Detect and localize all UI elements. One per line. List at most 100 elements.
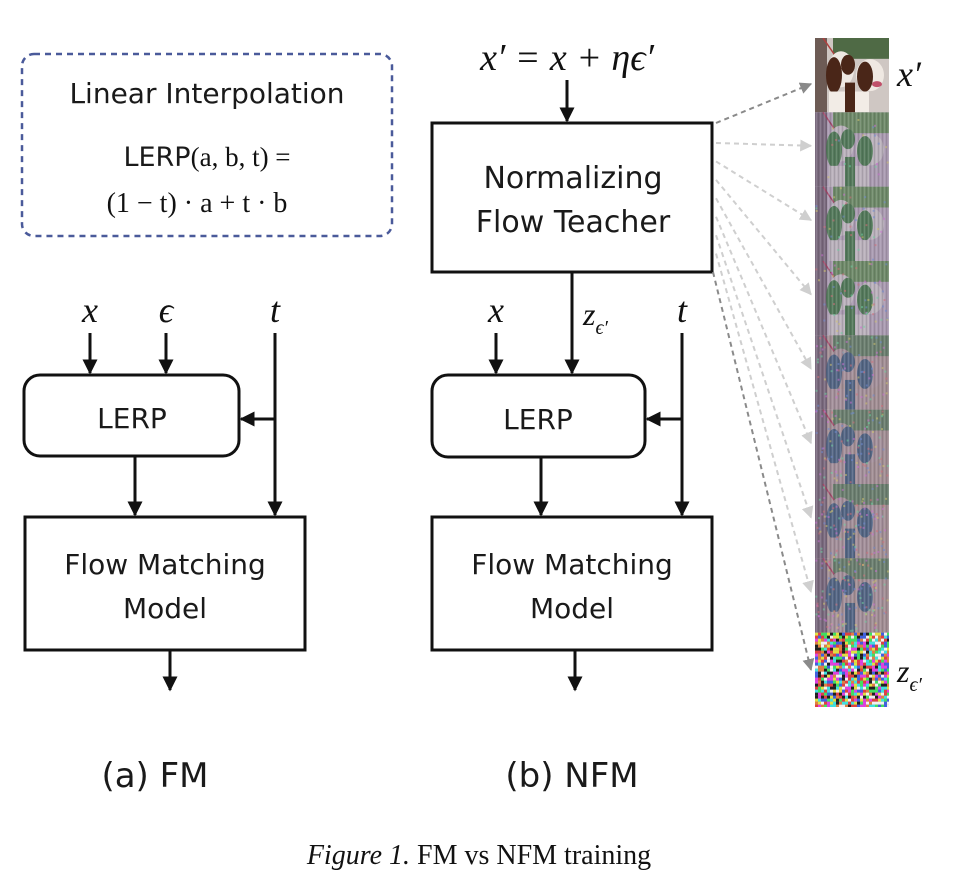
noise-pixel [833, 704, 836, 707]
tile-speckle [825, 599, 828, 602]
noise-pixel [875, 641, 878, 645]
noise-pixel [848, 680, 851, 684]
tile-speckle [815, 205, 818, 208]
tile-speckle [842, 589, 845, 592]
dog-ear [857, 61, 873, 92]
tile-speckle [872, 313, 875, 316]
tile-speckle [861, 370, 864, 373]
tile-speckle [873, 614, 876, 617]
tile-speckle [881, 515, 884, 518]
noise-pixel [815, 671, 818, 675]
tile-speckle [849, 364, 852, 367]
tile-speckle [883, 583, 886, 586]
noise-pixel [872, 704, 875, 707]
tile-speckle [830, 471, 833, 474]
noise-pixel [887, 650, 889, 654]
tile-speckle [821, 447, 824, 450]
tile-speckle [882, 217, 885, 220]
tile-speckle [877, 550, 880, 553]
noise-pixel [818, 704, 821, 707]
noise-pixel [866, 680, 869, 684]
noise-pixel [821, 692, 824, 696]
tile-speckle [844, 473, 847, 476]
tile-wall [815, 38, 827, 113]
noise-pixel [818, 665, 821, 669]
noise-pixel [887, 647, 889, 651]
noise-pixel [827, 671, 830, 675]
tile-speckle [828, 593, 831, 596]
noise-pixel [842, 665, 845, 669]
noise-pixel [815, 647, 818, 651]
noise-pixel [854, 650, 857, 654]
noise-pixel [821, 683, 824, 687]
noise-pixel [821, 698, 824, 702]
tile-speckle [862, 563, 865, 566]
tile-speckle [820, 550, 823, 553]
tile-speckle [854, 219, 857, 222]
tile-speckle [837, 362, 840, 365]
tile-grain [815, 409, 889, 484]
noise-pixel [872, 674, 875, 678]
tile-speckle [849, 424, 852, 427]
noise-pixel [857, 650, 860, 654]
noise-pixel [860, 653, 863, 657]
tile-speckle [837, 369, 840, 372]
tile-speckle [885, 263, 888, 266]
noise-pixel [878, 632, 881, 636]
strip-tile-4 [815, 334, 889, 410]
tile-speckle [838, 236, 841, 239]
noise-pixel [830, 701, 833, 705]
noise-pixel [830, 680, 833, 684]
tile-speckle [860, 515, 863, 518]
strip-tile-3 [815, 260, 889, 336]
noise-pixel [848, 644, 851, 648]
tile-speckle [839, 460, 842, 463]
noise-pixel [887, 644, 889, 648]
noise-pixel [878, 671, 881, 675]
noise-pixel [851, 695, 854, 699]
noise-pixel [854, 644, 857, 648]
noise-pixel [875, 677, 878, 681]
tile-speckle [859, 237, 862, 240]
tile-speckle [851, 629, 854, 632]
tile-speckle [857, 465, 860, 468]
noise-pixel [866, 635, 869, 639]
noise-pixel [881, 641, 884, 645]
noise-pixel [860, 704, 863, 707]
noise-pixel [818, 671, 821, 675]
tile-speckle [827, 577, 830, 580]
tile-speckle [850, 294, 853, 297]
tile-speckle [844, 622, 847, 625]
tile-speckle [837, 378, 840, 381]
tile-speckle [831, 272, 834, 275]
strip-tile-7 [815, 557, 889, 633]
noise-pixel [851, 689, 854, 693]
noise-pixel [845, 689, 848, 693]
noise-pixel [866, 674, 869, 678]
noise-pixel [881, 671, 884, 675]
noise-pixel [833, 680, 836, 684]
tile-speckle [834, 431, 837, 434]
tile-speckle [823, 225, 826, 228]
noise-pixel [827, 644, 830, 648]
figure-caption-label: Figure 1. [306, 840, 410, 871]
tile-speckle [822, 510, 825, 513]
panel-b-nfm: x′ = x + ηϵ′ Normalizing Flow Teacher x … [430, 37, 714, 796]
noise-pixel [881, 635, 884, 639]
tile-speckle [861, 233, 864, 236]
tile-speckle [815, 209, 818, 212]
noise-pixel [872, 644, 875, 648]
tile-speckle [853, 588, 856, 591]
lerp-block-label: LERP [97, 402, 167, 435]
tile-speckle [815, 207, 818, 210]
tile-speckle [871, 614, 874, 617]
noise-pixel [857, 632, 860, 636]
noise-pixel [881, 701, 884, 705]
noise-pixel [830, 674, 833, 678]
noise-pixel [875, 668, 878, 672]
model-label-line2: Model [123, 592, 207, 625]
noise-pixel [881, 665, 884, 669]
noise-pixel [860, 656, 863, 660]
noise-pixel [857, 668, 860, 672]
tile-speckle [831, 444, 834, 447]
